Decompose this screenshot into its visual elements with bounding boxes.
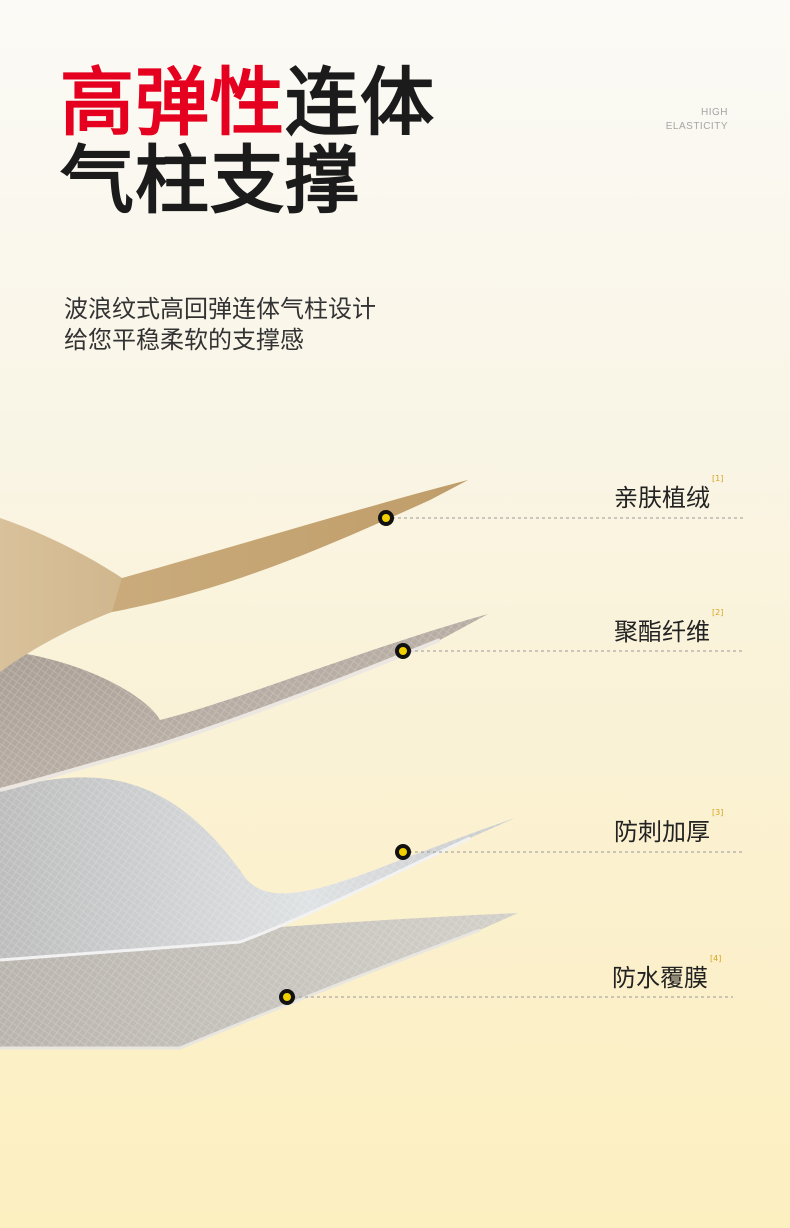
label-note: [4] <box>710 954 722 963</box>
english-tag-line-1: HIGH <box>701 107 728 118</box>
layer-flock-shape <box>0 480 468 672</box>
subtitle-line-1: 波浪纹式高回弹连体气柱设计 <box>64 295 376 323</box>
headline-red-text: 高弹性 <box>60 60 285 146</box>
label-skin-friendly-flocking: 亲肤植绒[1] <box>614 474 723 513</box>
label-text: 防刺加厚 <box>614 818 710 846</box>
label-waterproof-film: 防水覆膜[4] <box>612 954 721 993</box>
label-note: [1] <box>712 474 724 483</box>
marker-dot-4 <box>279 989 295 1005</box>
subtitle: 波浪纹式高回弹连体气柱设计 给您平稳柔软的支撑感 <box>64 294 376 356</box>
marker-dot-3 <box>395 844 411 860</box>
english-tag: HIGH ELASTICITY <box>666 106 728 134</box>
label-puncture-resistant: 防刺加厚[3] <box>614 808 723 847</box>
subtitle-line-2: 给您平稳柔软的支撑感 <box>64 326 304 354</box>
headline-line-1: 高弹性连体 <box>60 64 435 142</box>
headline: 高弹性连体 气柱支撑 <box>60 64 435 220</box>
label-text: 聚酯纤维 <box>614 618 710 646</box>
layer-puncture-shape <box>0 777 515 962</box>
label-text: 防水覆膜 <box>612 964 708 992</box>
layer-polyester-shape <box>0 614 488 792</box>
marker-dot-1 <box>378 510 394 526</box>
label-text: 亲肤植绒 <box>614 484 710 512</box>
label-note: [3] <box>712 808 724 817</box>
marker-dot-2 <box>395 643 411 659</box>
label-polyester-fiber: 聚酯纤维[2] <box>614 608 723 647</box>
headline-line-2: 气柱支撑 <box>60 138 360 224</box>
headline-black-text: 连体 <box>285 60 435 146</box>
english-tag-line-2: ELASTICITY <box>665 121 728 132</box>
label-note: [2] <box>712 608 724 617</box>
